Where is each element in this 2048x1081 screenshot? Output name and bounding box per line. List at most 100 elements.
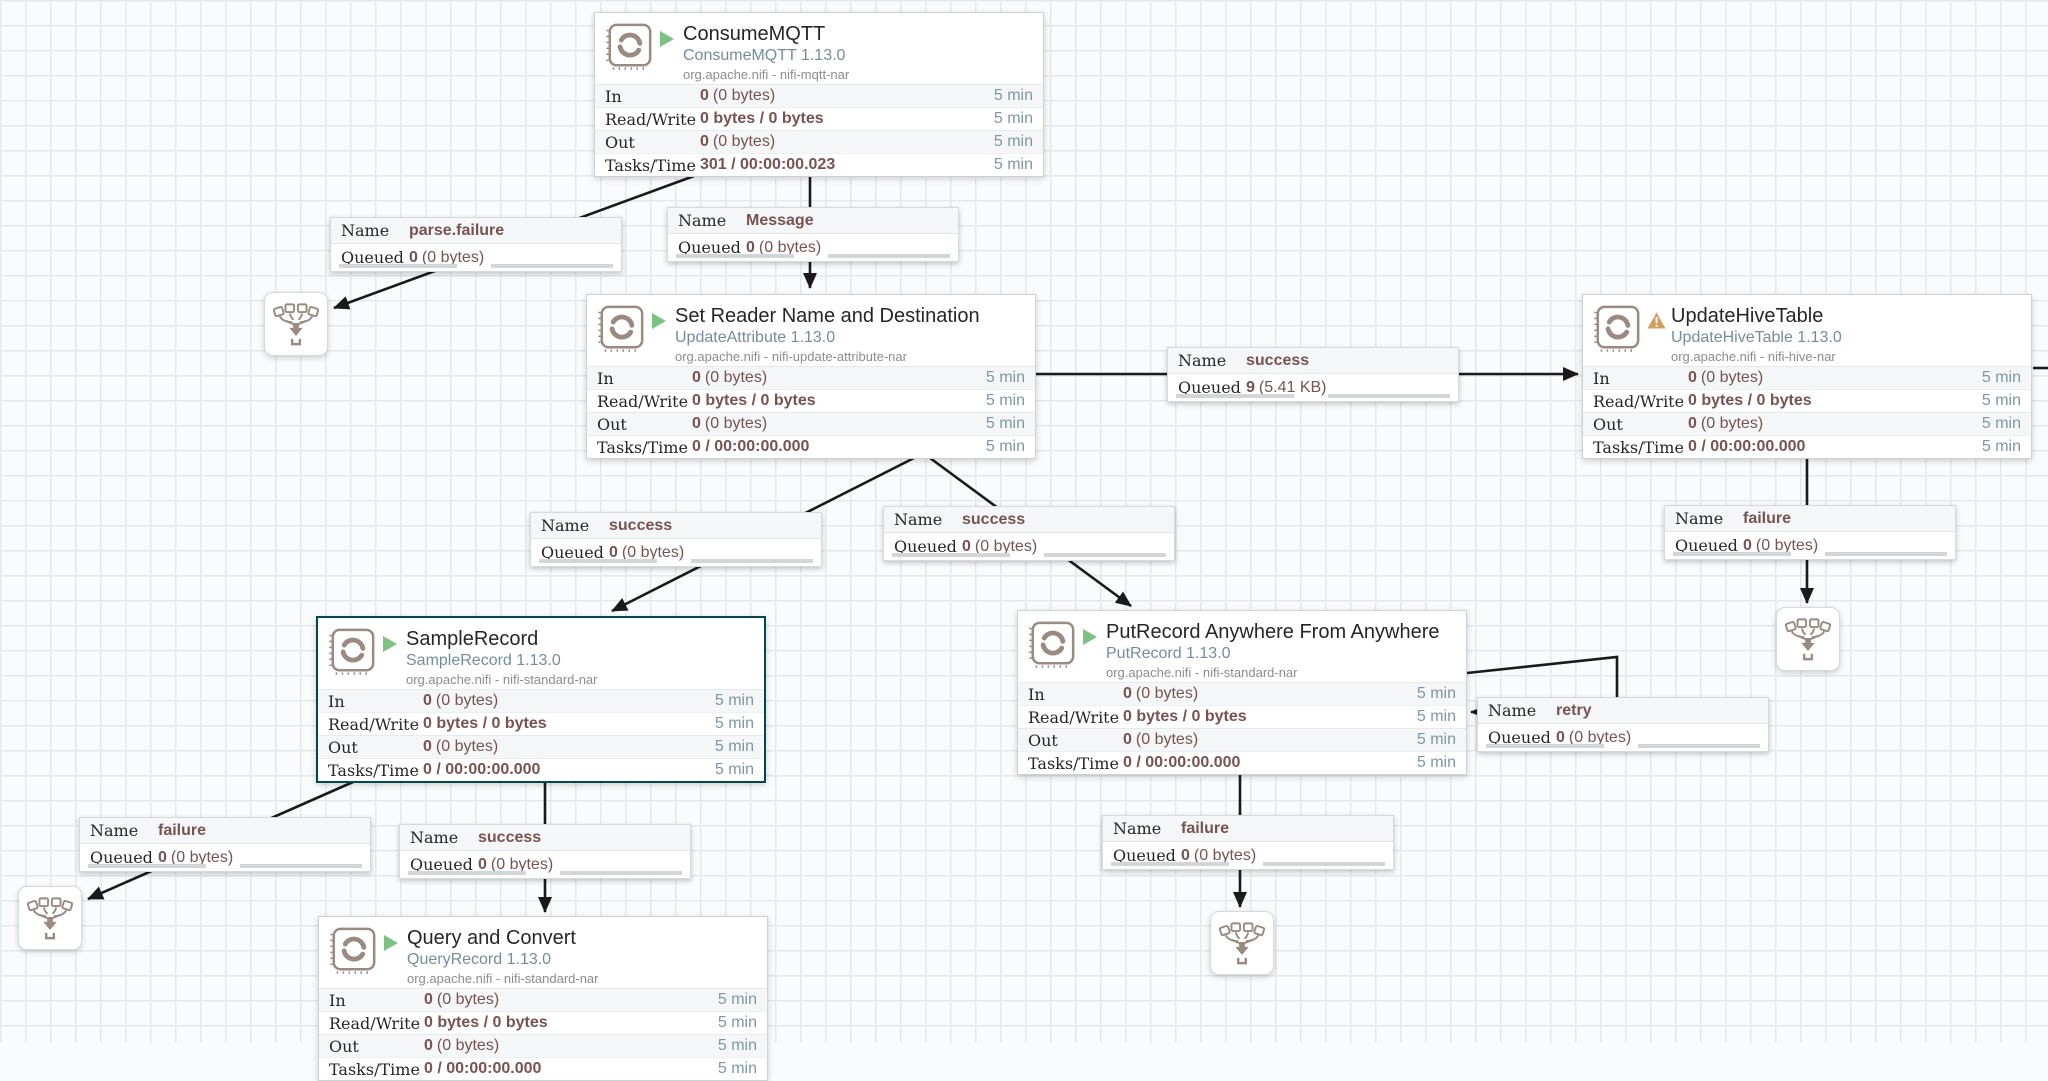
connection-label[interactable]: Name failure Queued 0(0 bytes) — [1664, 505, 1956, 560]
connection-label[interactable]: Name failure Queued 0(0 bytes) — [1102, 815, 1394, 870]
connection-name-key: Name — [894, 510, 943, 529]
connection-name-row: Name retry — [1478, 698, 1768, 724]
connection-name-row: Name success — [531, 513, 821, 539]
connection-label[interactable]: Name retry Queued 0(0 bytes) — [1477, 697, 1769, 752]
connection-label[interactable]: Name success Queued 9(5.41 KB) — [1167, 347, 1459, 402]
stat-window: 5 min — [993, 133, 1033, 150]
stat-value-in: 0(0 bytes) — [1123, 685, 1199, 702]
stat-label-in: In — [1593, 368, 1610, 388]
stat-label-tasks-time: Tasks/Time — [328, 760, 419, 780]
processor-type: UpdateAttribute 1.13.0 — [675, 329, 836, 346]
stat-value-tasks-time: 301 / 00:00:00.023 — [700, 156, 836, 173]
stat-value-tasks-time: 0 / 00:00:00.000 — [423, 761, 541, 778]
processor-bundle: org.apache.nifi - nifi-mqtt-nar — [683, 67, 850, 82]
processor[interactable]: UpdateHiveTable UpdateHiveTable 1.13.0 o… — [1582, 294, 2032, 459]
connection-name-key: Name — [410, 828, 459, 847]
stat-label-tasks-time: Tasks/Time — [597, 437, 688, 457]
processor-stamp-icon — [1026, 620, 1078, 670]
funnel[interactable] — [1776, 607, 1840, 671]
queued-count-bar — [539, 559, 657, 563]
connection-name-row: Name failure — [1103, 816, 1393, 842]
processor[interactable]: SampleRecord SampleRecord 1.13.0 org.apa… — [316, 616, 766, 783]
queued-bytes-bar — [560, 871, 682, 875]
connection-queued-value: 0(0 bytes) — [478, 855, 554, 873]
connection-queued-row: Queued 0(0 bytes) — [884, 533, 1174, 560]
stat-label-read-write: Read/Write — [597, 391, 689, 411]
stat-value-out: 0(0 bytes) — [1123, 731, 1199, 748]
connection-name-value: success — [1246, 351, 1310, 369]
connection-queued-key: Queued — [894, 537, 957, 556]
stat-window: 5 min — [985, 392, 1025, 409]
stat-label-in: In — [597, 368, 614, 388]
queued-bytes-bar — [828, 254, 950, 258]
connection-name-value: success — [609, 516, 673, 534]
stat-label-in: In — [329, 990, 346, 1010]
processor-header: Query and Convert QueryRecord 1.13.0 org… — [319, 917, 767, 988]
connection-queued-row: Queued 0(0 bytes) — [1103, 842, 1393, 869]
stat-label-read-write: Read/Write — [1593, 391, 1685, 411]
processor[interactable]: ConsumeMQTT ConsumeMQTT 1.13.0 org.apach… — [594, 12, 1044, 177]
queued-bytes-bar — [491, 264, 613, 268]
processor-stamp-icon — [603, 22, 655, 72]
funnel-icon — [1218, 920, 1266, 966]
processor-type: ConsumeMQTT 1.13.0 — [683, 47, 846, 64]
processor[interactable]: Query and Convert QueryRecord 1.13.0 org… — [318, 916, 768, 1081]
stat-row-in: In 0(0 bytes) 5 min — [1018, 682, 1466, 705]
stat-window: 5 min — [717, 991, 757, 1008]
stat-label-read-write: Read/Write — [605, 109, 697, 129]
stat-value-read-write: 0 bytes / 0 bytes — [692, 392, 816, 409]
stat-value-read-write: 0 bytes / 0 bytes — [1123, 708, 1247, 725]
processor-name: Query and Convert — [407, 927, 576, 949]
stat-row-tasks-time: Tasks/Time 0 / 00:00:00.000 5 min — [1018, 751, 1466, 774]
connection-name-value: failure — [1181, 819, 1230, 837]
connection-name-value: success — [962, 510, 1026, 528]
connection-name-value: failure — [1743, 509, 1792, 527]
processor-header: ConsumeMQTT ConsumeMQTT 1.13.0 org.apach… — [595, 13, 1043, 84]
processor[interactable]: PutRecord Anywhere From Anywhere PutReco… — [1017, 610, 1467, 775]
stat-window: 5 min — [985, 415, 1025, 432]
stat-row-read-write: Read/Write 0 bytes / 0 bytes 5 min — [595, 107, 1043, 130]
queued-count-bar — [1176, 394, 1294, 398]
queued-count-bar — [676, 254, 794, 258]
connection-label[interactable]: Name success Queued 0(0 bytes) — [399, 824, 691, 879]
connection-label[interactable]: Name parse.failure Queued 0(0 bytes) — [330, 217, 622, 272]
connection-name-value: Message — [746, 211, 814, 229]
run-status-icon — [651, 312, 667, 330]
connection-queued-key: Queued — [1178, 378, 1241, 397]
funnel[interactable] — [264, 292, 328, 356]
connection-queued-row: Queued 0(0 bytes) — [80, 844, 370, 871]
stat-label-read-write: Read/Write — [328, 714, 420, 734]
connection-label[interactable]: Name success Queued 0(0 bytes) — [883, 506, 1175, 561]
stat-window: 5 min — [714, 738, 754, 755]
processor-stamp-icon — [326, 627, 378, 677]
connection-queued-value: 0(0 bytes) — [1743, 536, 1819, 554]
stat-row-in: In 0(0 bytes) 5 min — [595, 84, 1043, 107]
processor-header: SampleRecord SampleRecord 1.13.0 org.apa… — [318, 618, 764, 689]
stat-value-in: 0(0 bytes) — [423, 692, 499, 709]
processor[interactable]: Set Reader Name and Destination UpdateAt… — [586, 294, 1036, 459]
connection-label[interactable]: Name Message Queued 0(0 bytes) — [667, 207, 959, 262]
stat-label-out: Out — [605, 132, 635, 152]
run-status-icon — [382, 635, 398, 653]
funnel[interactable] — [1210, 911, 1274, 975]
stat-row-read-write: Read/Write 0 bytes / 0 bytes 5 min — [587, 389, 1035, 412]
connection-name-value: parse.failure — [409, 221, 505, 239]
connection-label[interactable]: Name success Queued 0(0 bytes) — [530, 512, 822, 567]
funnel-icon — [1784, 616, 1832, 662]
connection-label[interactable]: Name failure Queued 0(0 bytes) — [79, 817, 371, 872]
stat-value-tasks-time: 0 / 00:00:00.000 — [1123, 754, 1241, 771]
processor-header: Set Reader Name and Destination UpdateAt… — [587, 295, 1035, 366]
processor-bundle: org.apache.nifi - nifi-standard-nar — [1106, 665, 1298, 680]
connection-queued-key: Queued — [1488, 728, 1551, 747]
connection-queued-value: 9(5.41 KB) — [1246, 378, 1327, 396]
stat-value-read-write: 0 bytes / 0 bytes — [423, 715, 547, 732]
funnel[interactable] — [18, 886, 82, 950]
queued-count-bar — [339, 264, 457, 268]
stat-window: 5 min — [714, 692, 754, 709]
connection-name-key: Name — [541, 516, 590, 535]
stat-value-out: 0(0 bytes) — [423, 738, 499, 755]
connection-queued-key: Queued — [1113, 846, 1176, 865]
stat-row-tasks-time: Tasks/Time 0 / 00:00:00.000 5 min — [319, 1057, 767, 1080]
queued-bytes-bar — [1263, 862, 1385, 866]
